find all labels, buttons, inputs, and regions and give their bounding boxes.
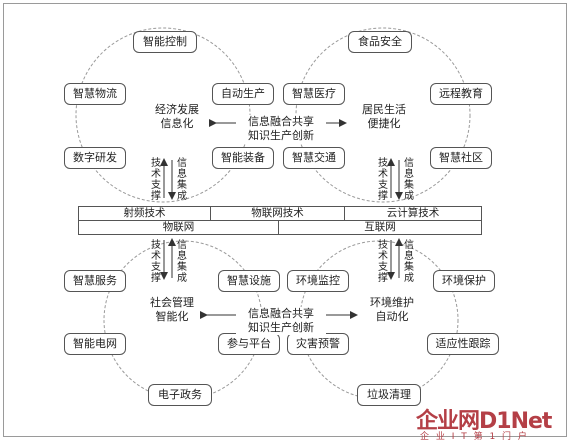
vlabel-tech-support-br: 技术支撑 xyxy=(378,240,388,284)
node-huanjing-baohu: 环境保护 xyxy=(433,270,495,292)
node-canyu-pingtai: 参与平台 xyxy=(218,333,280,355)
vlabel-info-integration-tr: 信息集成 xyxy=(404,158,414,202)
bar-iot: 物联网 xyxy=(78,220,279,235)
node-zhihui-wuliu: 智慧物流 xyxy=(64,83,126,105)
vlabel-info-integration-br: 信息集成 xyxy=(404,240,414,284)
node-zhihui-shequ: 智慧社区 xyxy=(430,147,492,169)
bar-cloud: 云计算技术 xyxy=(344,206,482,221)
label-environment: 环境维护 自动化 xyxy=(370,296,414,323)
node-zaihai-yujing: 灾害预警 xyxy=(287,333,349,355)
label-fusion-top: 信息融合共享 知识生产创新 xyxy=(236,115,326,143)
bar-iot-tech: 物联网技术 xyxy=(210,206,345,221)
node-shuzi-yanfa: 数字研发 xyxy=(64,147,126,169)
node-zhihui-fuwu: 智慧服务 xyxy=(64,270,126,292)
node-shipin-anquan: 食品安全 xyxy=(348,31,412,53)
vlabel-tech-support-bl: 技术支撑 xyxy=(151,240,161,284)
vlabel-info-integration-bl: 信息集成 xyxy=(177,240,187,284)
label-living: 居民生活 便捷化 xyxy=(362,103,406,130)
node-laji-qingli: 垃圾清理 xyxy=(357,384,421,406)
bar-rfid: 射频技术 xyxy=(78,206,211,221)
watermark-tagline: 企 业 I T 第 1 门 户 xyxy=(420,432,529,442)
node-zidong-shengchan: 自动生产 xyxy=(212,83,274,105)
label-social: 社会管理 智能化 xyxy=(150,296,194,323)
node-shiyingxing-genzong: 适应性跟踪 xyxy=(427,333,499,355)
vlabel-info-integration-tl: 信息集成 xyxy=(177,158,187,202)
node-huanjing-jiankong: 环境监控 xyxy=(287,270,349,292)
node-zhineng-zhuangbei: 智能装备 xyxy=(212,147,274,169)
vlabel-tech-support-tl: 技术支撑 xyxy=(151,158,161,202)
node-zhihui-sheshi: 智慧设施 xyxy=(218,270,280,292)
node-zhihui-yiliao: 智慧医疗 xyxy=(283,83,345,105)
node-dianzi-zhengwu: 电子政务 xyxy=(148,384,212,406)
node-zhineng-kongzhi: 智能控制 xyxy=(133,31,197,53)
node-yuancheng-jiaoyu: 远程教育 xyxy=(430,83,492,105)
node-zhihui-jiaotong: 智慧交通 xyxy=(283,147,345,169)
node-zhineng-dianwang: 智能电网 xyxy=(64,333,126,355)
vlabel-tech-support-tr: 技术支撑 xyxy=(378,158,388,202)
watermark-logo: 企业网D1Net xyxy=(416,409,552,434)
figure-frame xyxy=(3,3,567,437)
label-economy: 经济发展 信息化 xyxy=(155,103,199,130)
bar-internet: 互联网 xyxy=(278,220,482,235)
label-fusion-bottom: 信息融合共享 知识生产创新 xyxy=(236,307,326,335)
